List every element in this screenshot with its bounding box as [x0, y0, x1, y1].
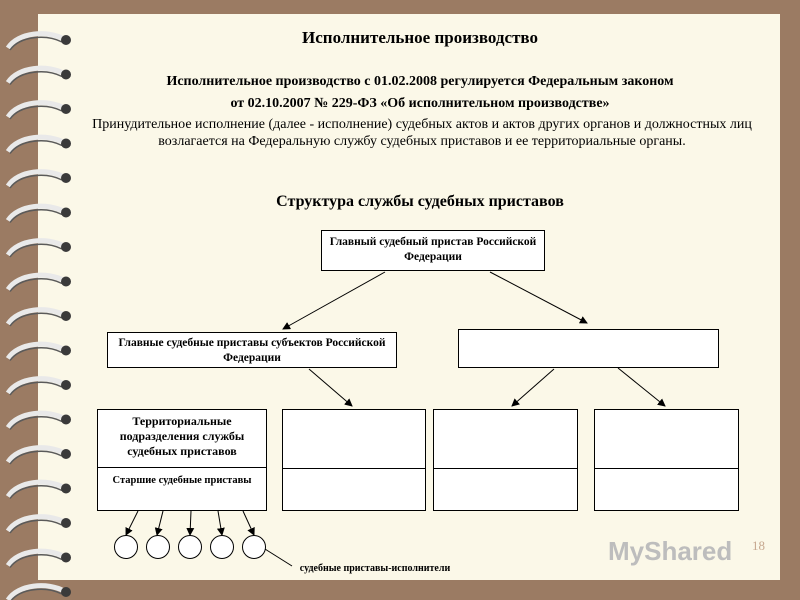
- spiral-ring: [5, 65, 66, 85]
- territorial-units-box: Территориальные подразделения службы суд…: [97, 409, 267, 511]
- arrow: [308, 368, 353, 407]
- binding-hole: [61, 483, 71, 494]
- binding-hole: [61, 414, 71, 425]
- spiral-ring: [5, 479, 66, 499]
- territorial-units-label: Территориальные подразделения службы суд…: [119, 414, 245, 458]
- arrow: [186, 510, 195, 536]
- executors-label: судебные приставы-исполнители: [299, 563, 451, 574]
- binding-hole: [61, 242, 71, 252]
- arrow: [154, 510, 164, 536]
- arrow: [617, 367, 666, 407]
- arrow: [216, 510, 225, 536]
- arrow: [242, 510, 255, 536]
- watermark-logo: MyShared: [608, 536, 733, 566]
- spiral-ring: [5, 376, 66, 395]
- arrow: [489, 271, 588, 324]
- spiral-ring: [5, 514, 66, 533]
- spiral-ring: [5, 548, 66, 568]
- binding-hole: [61, 138, 71, 149]
- spiral-binding: [5, 31, 71, 600]
- binding-hole: [61, 518, 71, 528]
- executor-circle: [178, 535, 202, 559]
- binding-hole: [61, 104, 71, 114]
- body-paragraph: Принудительное исполнение (далее - испол…: [92, 117, 752, 149]
- empty-unit-box-3: [594, 409, 739, 511]
- empty-mid-box: [458, 329, 719, 368]
- empty-unit-box-2: [433, 409, 578, 511]
- structure-title: Структура службы судебных приставов: [276, 193, 564, 210]
- spiral-ring: [5, 272, 66, 292]
- executor-circle: [210, 535, 234, 559]
- chief-bailiff-label: Главный судебный пристав Российской Феде…: [329, 236, 537, 263]
- law-line-2: от 02.10.2007 № 229-ФЗ «Об исполнительно…: [230, 96, 610, 111]
- spiral-ring: [5, 410, 66, 430]
- binding-hole: [61, 380, 71, 390]
- binding-hole: [61, 345, 71, 356]
- page-number: 18: [752, 538, 765, 553]
- spiral-ring: [5, 445, 66, 464]
- regional-bailiffs-box: Главные судебные приставы субъектов Росс…: [107, 332, 397, 368]
- law-line-1: Исполнительное производство с 01.02.2008…: [166, 74, 674, 89]
- spiral-ring: [5, 307, 66, 326]
- binding-hole: [61, 552, 71, 563]
- spiral-ring: [5, 100, 66, 119]
- binding-hole: [61, 173, 71, 183]
- spiral-ring: [5, 583, 66, 600]
- spiral-ring: [5, 238, 66, 257]
- regional-bailiffs-label: Главные судебные приставы субъектов Росс…: [118, 337, 386, 364]
- executor-circle: [146, 535, 170, 559]
- slide-title: Исполнительное производство: [302, 28, 538, 47]
- spiral-ring: [5, 169, 66, 188]
- arrow: [282, 271, 386, 330]
- binding-hole: [61, 207, 71, 218]
- binding-hole: [61, 311, 71, 321]
- arrow: [511, 368, 555, 407]
- senior-bailiffs-label: Старшие судебные приставы: [98, 467, 266, 509]
- executor-circle: [242, 535, 266, 559]
- binding-hole: [61, 276, 71, 287]
- spiral-ring: [5, 341, 66, 361]
- binding-hole: [61, 587, 71, 597]
- spiral-ring: [5, 31, 66, 50]
- spiral-ring: [5, 203, 66, 223]
- spiral-ring: [5, 134, 66, 154]
- binding-hole: [61, 35, 71, 45]
- executor-circle: [114, 535, 138, 559]
- chief-bailiff-box: Главный судебный пристав Российской Феде…: [321, 230, 545, 271]
- empty-unit-box-1: [282, 409, 426, 511]
- arrow: [125, 510, 139, 536]
- binding-hole: [61, 449, 71, 459]
- binding-hole: [61, 69, 71, 80]
